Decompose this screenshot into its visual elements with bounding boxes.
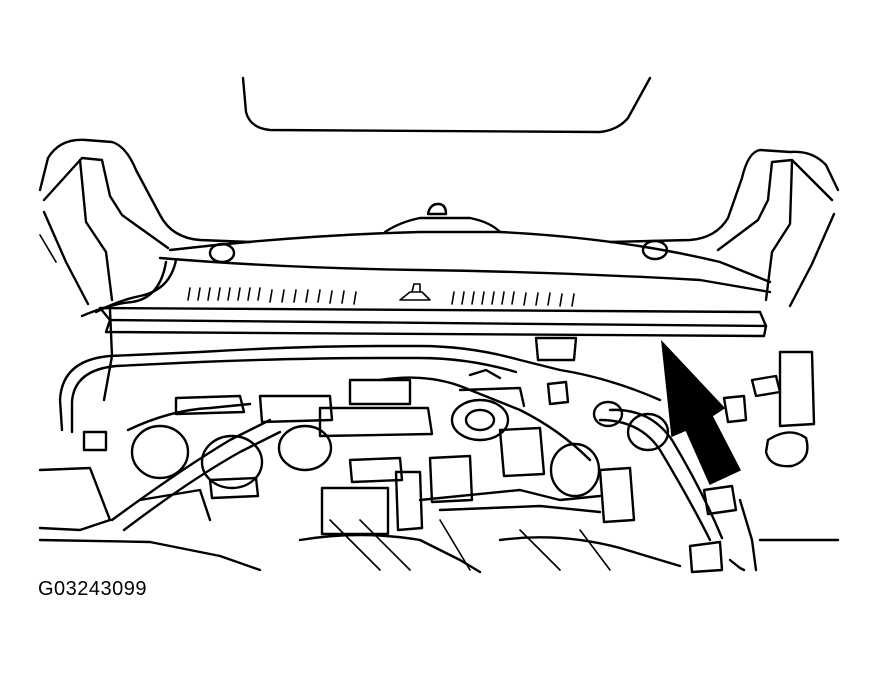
- right-fender: [608, 148, 840, 308]
- cowl-panel: [98, 202, 772, 338]
- right-side-components: [688, 350, 816, 574]
- engine-components: [82, 336, 670, 536]
- hood-outline: [241, 76, 652, 134]
- left-fender: [38, 138, 252, 306]
- engine-bay-diagram: [38, 76, 840, 574]
- hoses: [58, 258, 724, 542]
- figure-id-label: G03243099: [38, 578, 148, 600]
- indicator-arrow: [661, 339, 742, 486]
- lower-frame: [38, 466, 840, 574]
